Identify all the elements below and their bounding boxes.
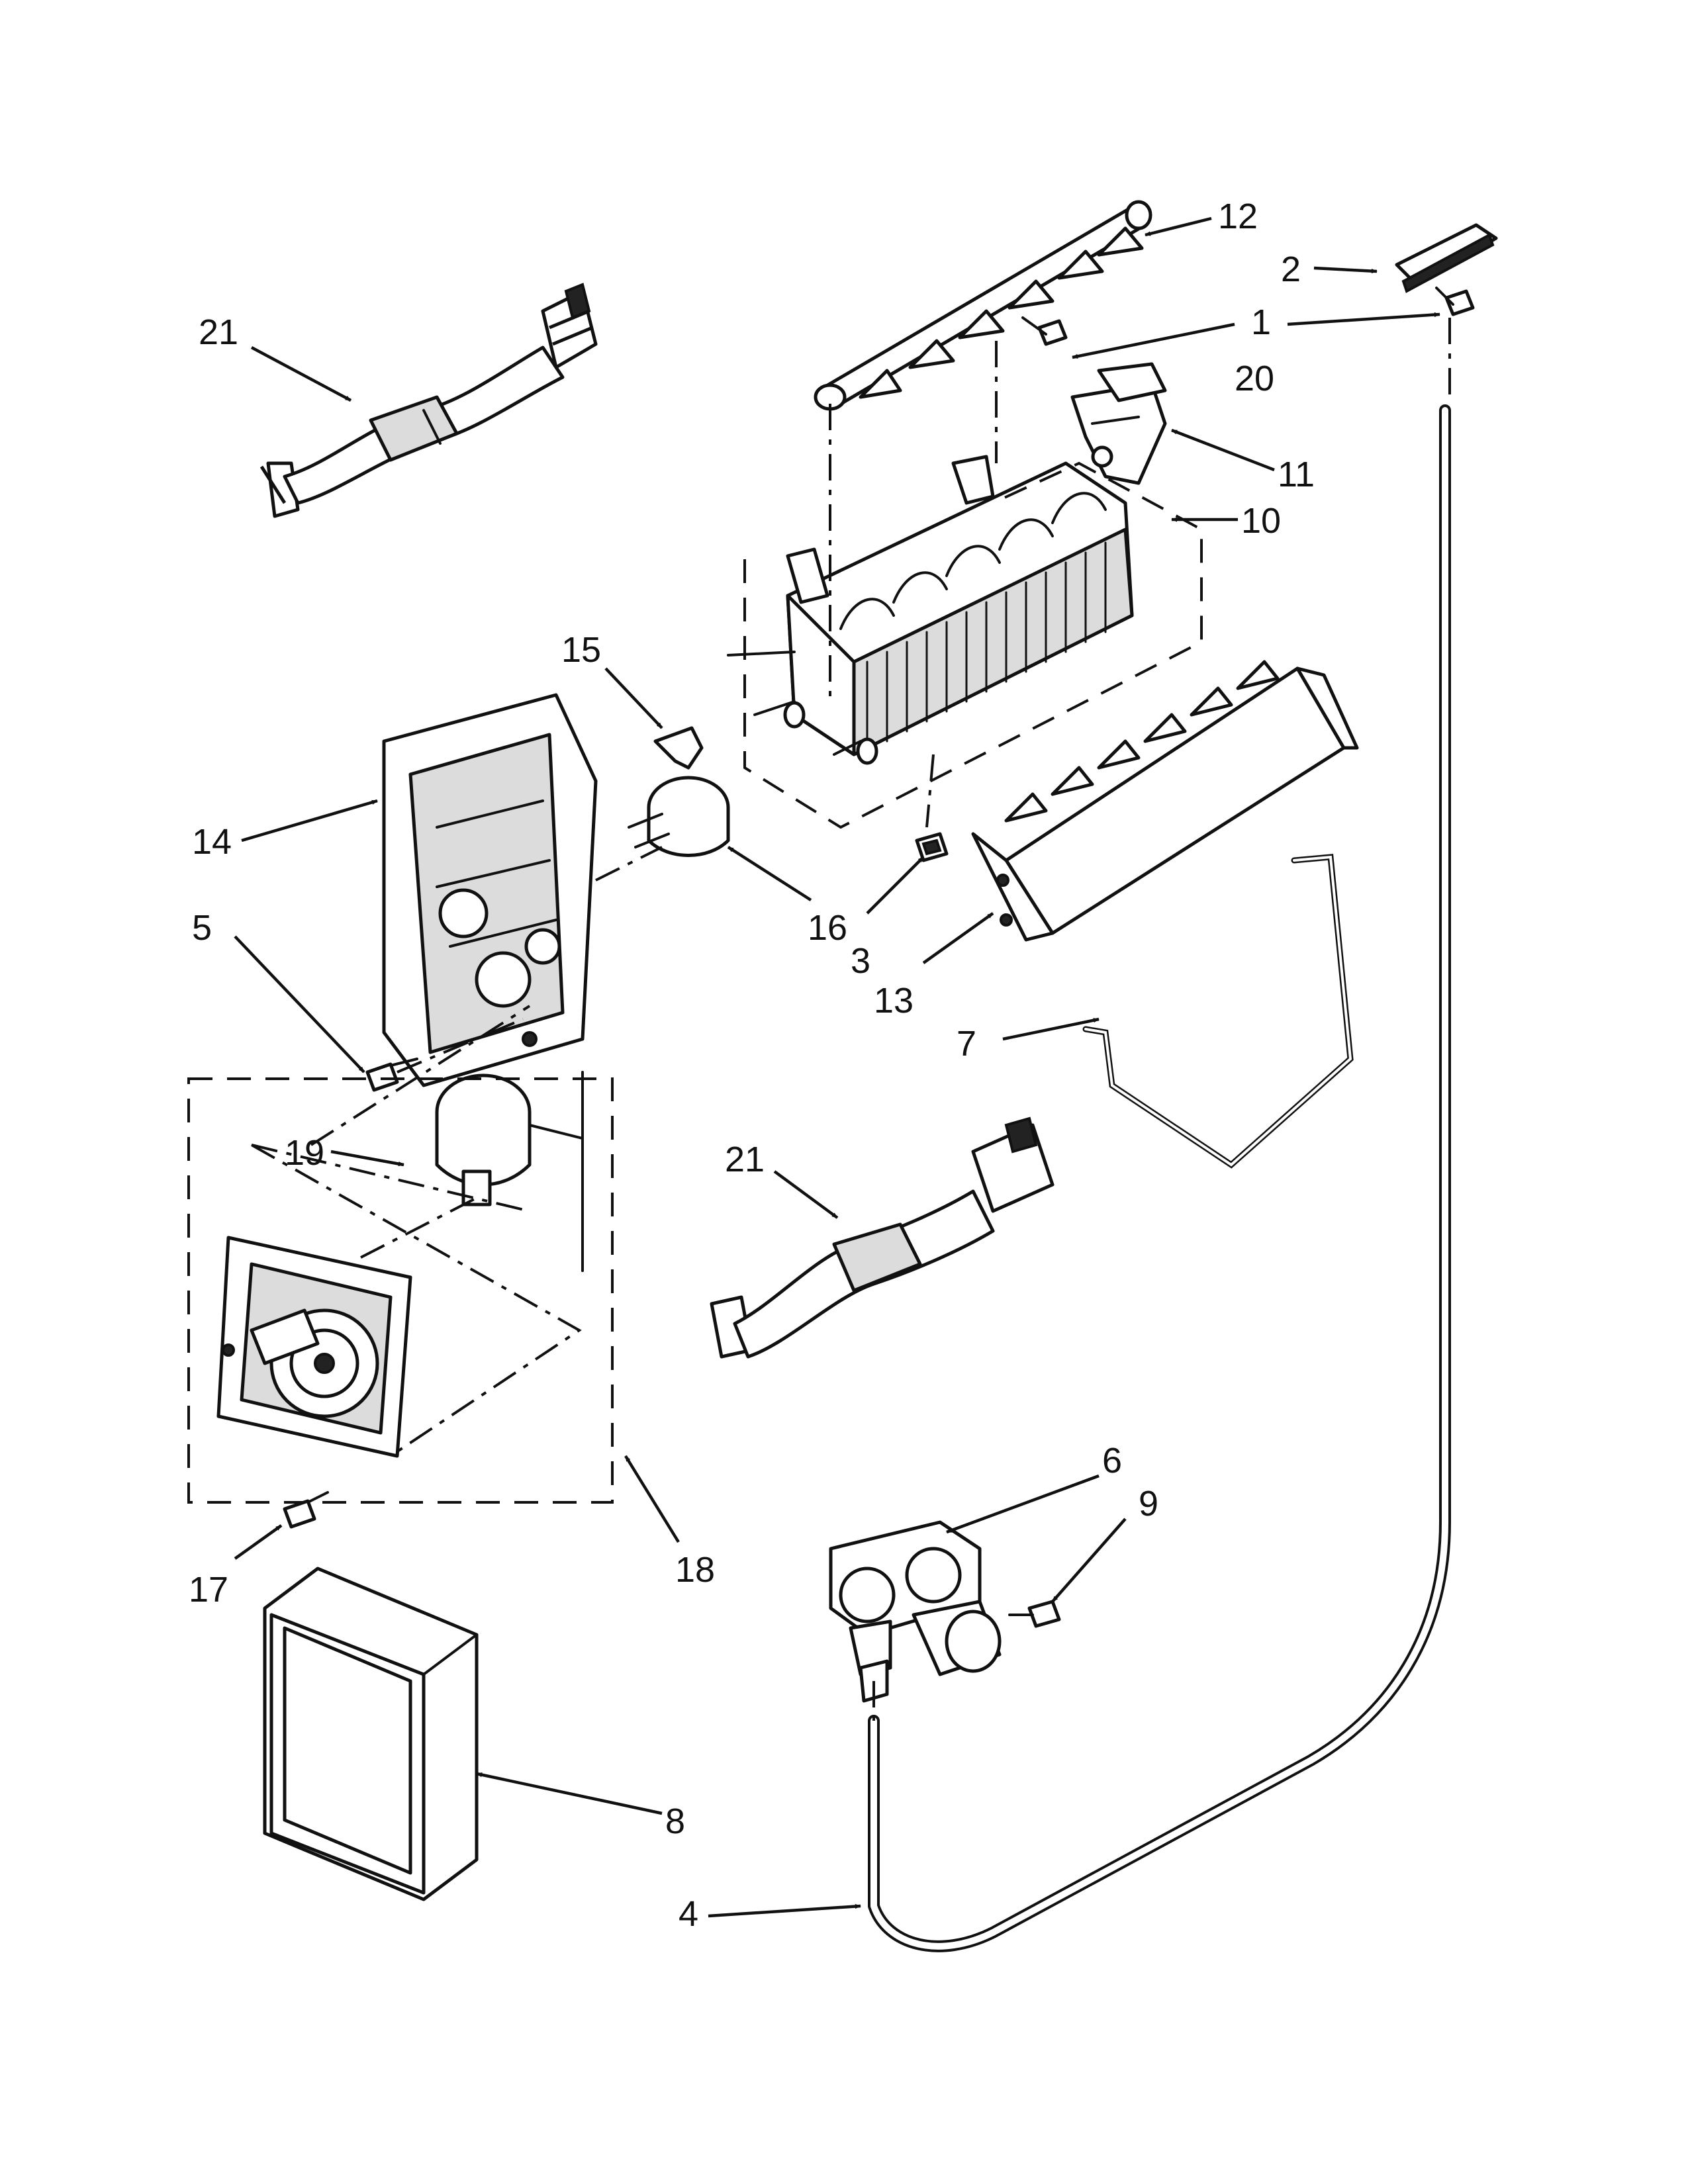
screw-9 [1008,1600,1061,1628]
screw-5 [365,1058,418,1092]
wire-harness-lower [710,1116,1055,1359]
retainer-clip [1395,223,1498,293]
callout-12: 12 [1218,197,1258,236]
ejector-assembly [814,200,1152,411]
callout-20: 20 [1235,359,1274,398]
callout-21-upper: 21 [199,312,238,352]
callout-10: 10 [1241,501,1281,541]
callout-6: 6 [1102,1441,1122,1480]
insulation-pad [263,1567,479,1901]
callout-8: 8 [665,1801,685,1841]
callout-7: 7 [957,1024,976,1064]
wire-harness-upper [259,283,598,518]
callout-labels: 12 2 1 20 21 11 10 15 14 5 16 3 13 7 19 … [189,197,1315,1934]
water-tube [868,404,1451,1952]
screw-1 [1021,316,1068,346]
callout-15: 15 [561,630,601,670]
motor-housing [382,693,598,1087]
callout-19: 19 [285,1133,324,1173]
leader-arrows [234,216,1440,1918]
callout-1: 1 [1251,302,1271,342]
module-group [187,1077,614,1504]
callout-16: 16 [808,908,847,948]
ice-maker-cover [971,660,1359,942]
clip-3 [915,832,949,862]
callout-21-lower: 21 [725,1140,765,1179]
callout-13: 13 [874,981,914,1021]
callout-11: 11 [1278,455,1315,494]
ice-mold [727,455,1134,765]
assembly-lines [251,318,1451,1721]
drive-motor [435,1071,584,1272]
callout-9: 9 [1139,1484,1158,1524]
callout-14: 14 [192,822,232,862]
thermostat-clip [653,726,704,770]
callout-2: 2 [1281,250,1301,289]
thermostat [628,776,730,857]
callout-4: 4 [679,1894,698,1934]
callout-5: 5 [192,908,212,948]
screw-20 [1435,287,1475,316]
callout-18: 18 [675,1550,715,1590]
mounting-bracket [1070,362,1167,485]
screw-17 [283,1491,329,1529]
callout-3: 3 [851,941,870,981]
callout-17: 17 [189,1570,228,1610]
shutoff-arm [1082,854,1354,1169]
water-valve [829,1520,1002,1703]
